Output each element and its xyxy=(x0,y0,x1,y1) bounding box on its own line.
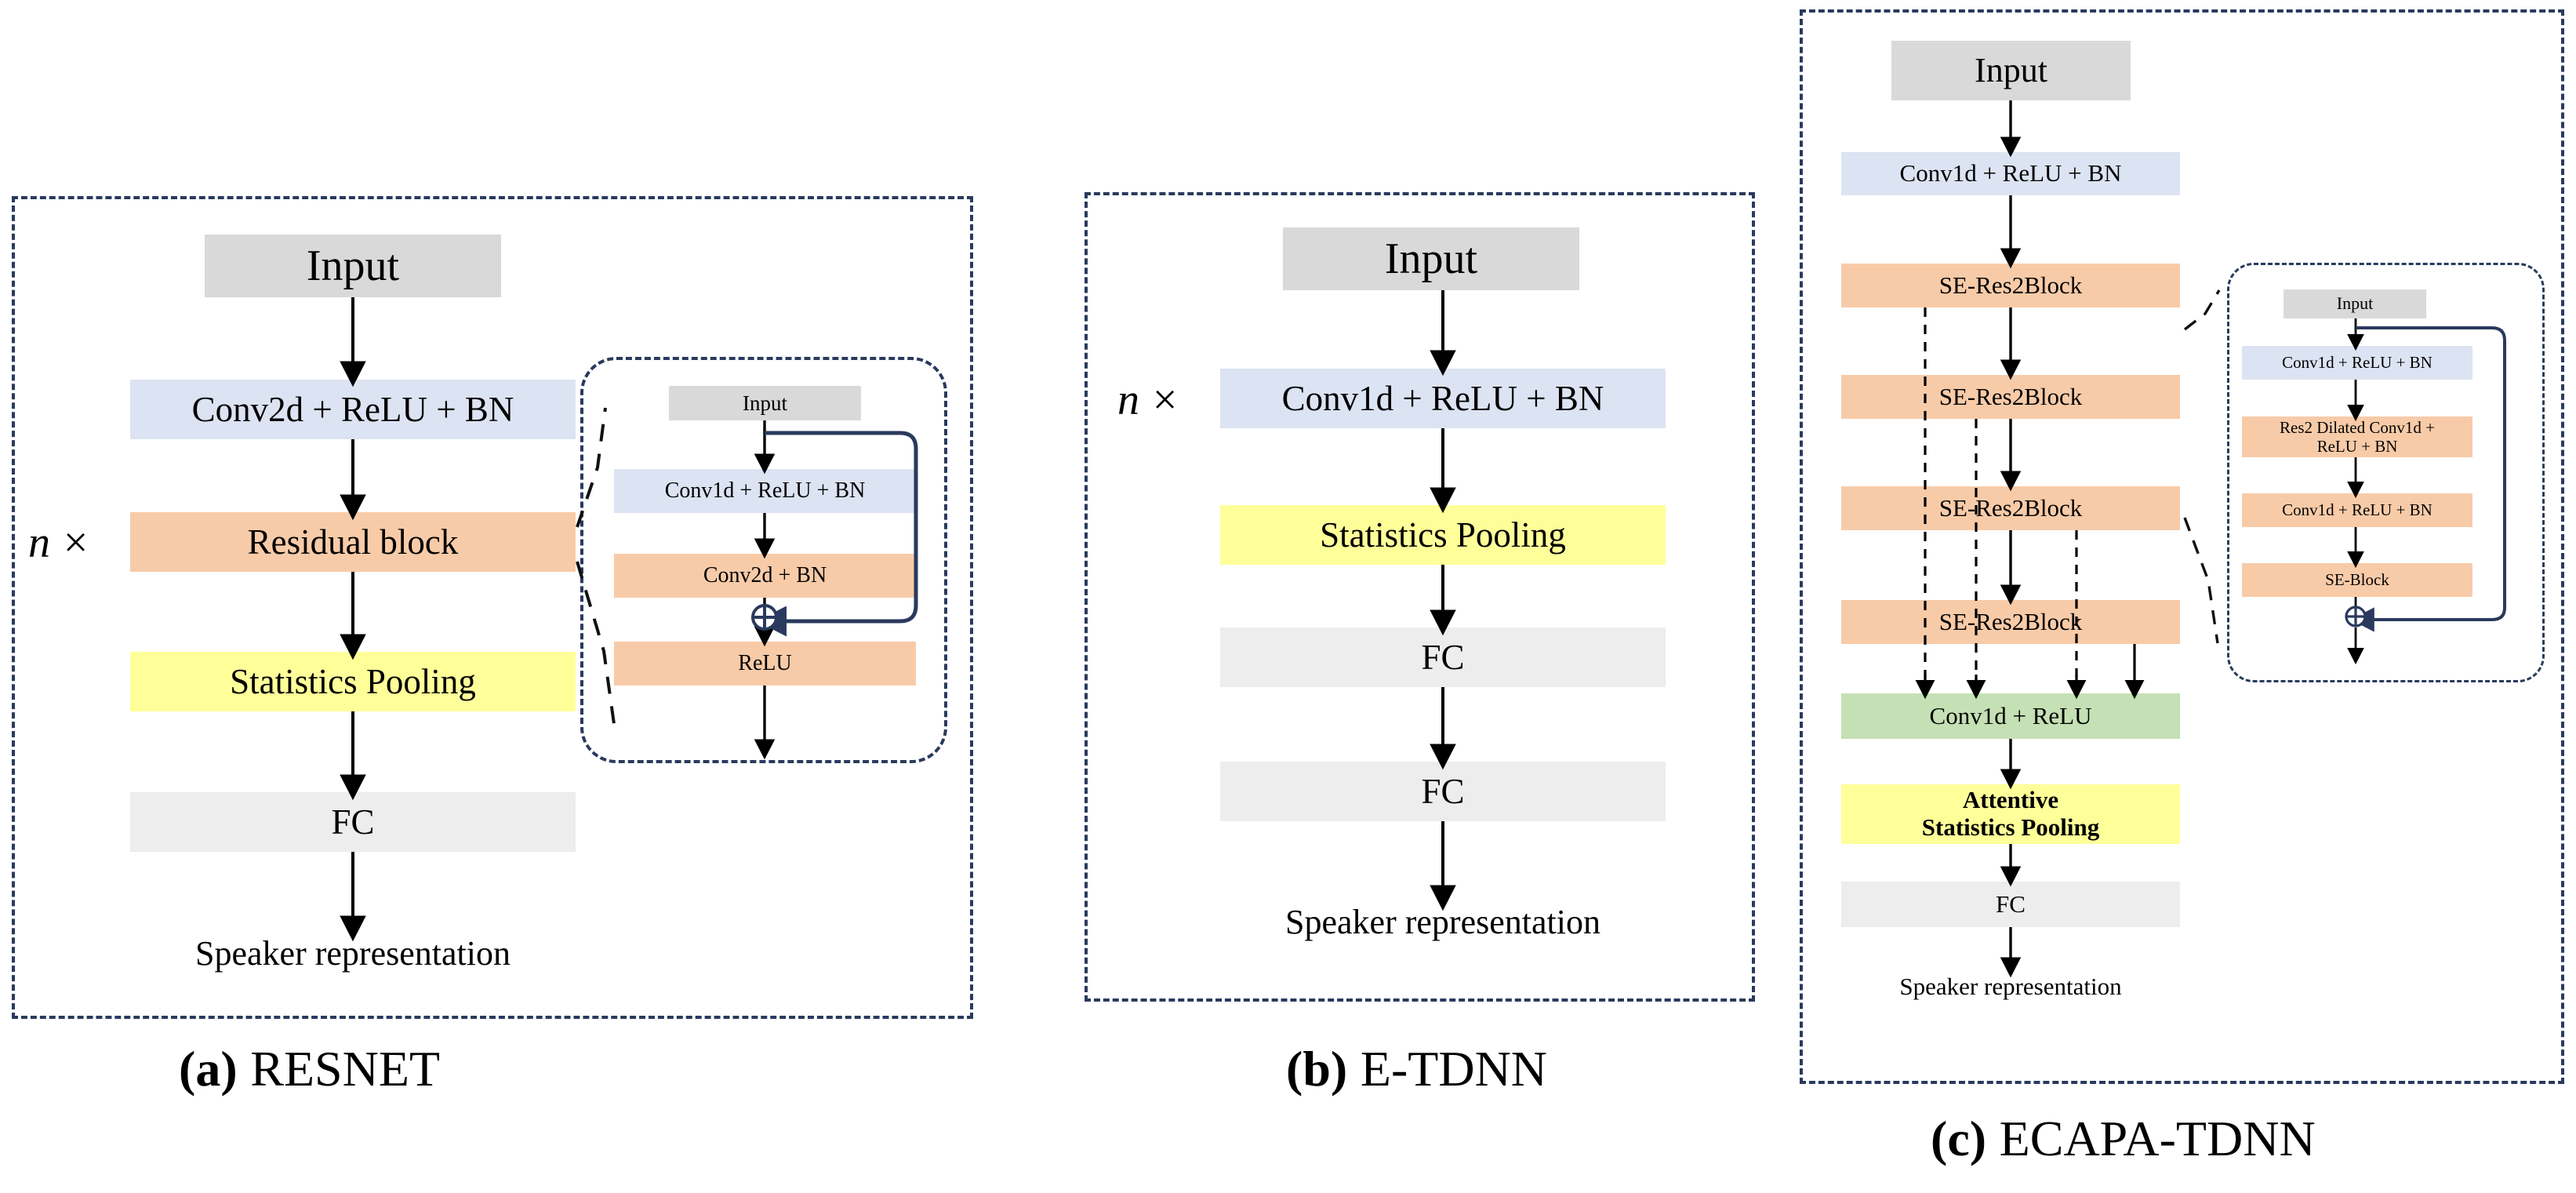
repeat-times-a: × xyxy=(63,518,89,567)
block-c-conv1d: Conv1d + ReLU + BN xyxy=(1841,152,2180,195)
asp-line-2: Statistics Pooling xyxy=(1921,813,2100,841)
block-c-fc: FC xyxy=(1841,882,2180,927)
repeat-marker-a: n × xyxy=(28,517,88,569)
caption-panel-c: (c) ECAPA-TDNN xyxy=(1931,1110,2316,1168)
block-a-conv2d: Conv2d + ReLU + BN xyxy=(130,380,576,439)
block-a-statistics-pooling: Statistics Pooling xyxy=(130,652,576,711)
caption-b-label: (b) xyxy=(1286,1041,1348,1097)
caption-a-text: RESNET xyxy=(250,1041,441,1097)
block-b-statistics-pooling: Statistics Pooling xyxy=(1220,505,1666,565)
block-b-input: Input xyxy=(1283,227,1579,290)
label-a-speaker-representation: Speaker representation xyxy=(195,933,510,973)
block-a-inset-conv2d: Conv2d + BN xyxy=(614,554,916,598)
caption-a-label: (a) xyxy=(179,1041,238,1097)
block-a-input: Input xyxy=(205,235,501,297)
repeat-marker-b: n × xyxy=(1117,374,1177,426)
block-c-conv1d-relu: Conv1d + ReLU xyxy=(1841,693,2180,739)
block-c-inset-se-block: SE-Block xyxy=(2242,563,2472,597)
repeat-symbol-a: n xyxy=(28,518,50,567)
block-c-attentive-statistics-pooling: Attentive Statistics Pooling xyxy=(1841,784,2180,844)
block-c-se-res2block-2: SE-Res2Block xyxy=(1841,375,2180,419)
asp-line-1: Attentive xyxy=(1962,786,2059,814)
block-b-fc-2: FC xyxy=(1220,762,1666,821)
block-c-se-res2block-1: SE-Res2Block xyxy=(1841,264,2180,307)
block-c-inset-input: Input xyxy=(2284,289,2426,318)
inset-c-se-res2block-detail xyxy=(2227,263,2545,682)
panel-ecapa-tdnn xyxy=(1800,9,2564,1084)
block-c-inset-res2-dilated-conv1d: Res2 Dilated Conv1d + ReLU + BN xyxy=(2242,416,2472,457)
block-c-input: Input xyxy=(1891,41,2131,100)
block-c-inset-conv1d-1: Conv1d + ReLU + BN xyxy=(2242,346,2472,380)
block-a-inset-input: Input xyxy=(669,386,861,420)
block-a-inset-conv1d: Conv1d + ReLU + BN xyxy=(614,469,916,513)
caption-panel-a: (a) RESNET xyxy=(179,1040,440,1098)
label-c-speaker-representation: Speaker representation xyxy=(1899,973,2122,1000)
panel-resnet xyxy=(12,196,973,1019)
block-a-inset-relu: ReLU xyxy=(614,642,916,686)
res2-line-1: Res2 Dilated Conv1d + xyxy=(2280,417,2435,437)
repeat-symbol-b: n xyxy=(1117,376,1139,424)
block-a-fc: FC xyxy=(130,792,576,852)
repeat-times-b: × xyxy=(1152,376,1178,424)
block-b-conv1d: Conv1d + ReLU + BN xyxy=(1220,369,1666,428)
caption-panel-b: (b) E-TDNN xyxy=(1286,1040,1547,1098)
caption-b-text: E-TDNN xyxy=(1360,1041,1547,1097)
block-c-se-res2block-3: SE-Res2Block xyxy=(1841,486,2180,530)
block-c-se-res2block-4: SE-Res2Block xyxy=(1841,600,2180,644)
block-a-residual-block: Residual block xyxy=(130,512,576,572)
block-c-inset-conv1d-2: Conv1d + ReLU + BN xyxy=(2242,493,2472,527)
block-b-fc-1: FC xyxy=(1220,627,1666,687)
caption-c-label: (c) xyxy=(1931,1111,1987,1166)
caption-c-text: ECAPA-TDNN xyxy=(1999,1111,2316,1166)
res2-line-2: ReLU + BN xyxy=(2316,437,2398,456)
panel-etdnn xyxy=(1085,192,1755,1002)
label-b-speaker-representation: Speaker representation xyxy=(1285,902,1600,941)
